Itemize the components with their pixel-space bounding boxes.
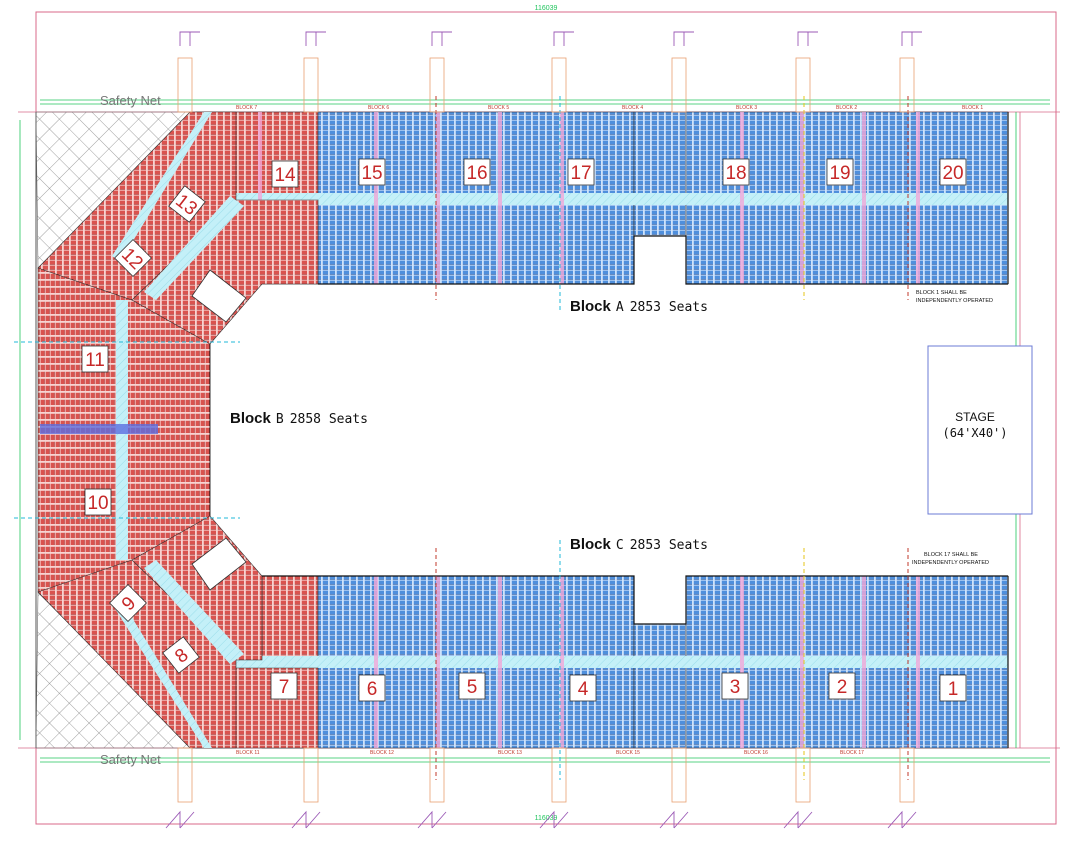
block-c-title: Block C 2853 Seats — [570, 536, 708, 553]
section-number-box: 4 — [569, 674, 597, 702]
block1-note-line2: INDEPENDENTLY OPERATED — [916, 298, 993, 304]
section-number-box: 2 — [828, 672, 856, 700]
block-c-seats: 2853 Seats — [630, 538, 708, 553]
block-b-title: Block B 2858 Seats — [230, 410, 368, 427]
section-number-box: 11 — [81, 345, 109, 373]
corner-bottom-seating — [37, 515, 263, 749]
section-number-box: 6 — [358, 674, 386, 702]
bottom-dimension-text: 116039 — [535, 815, 558, 822]
section-number: 1 — [948, 679, 959, 700]
section-number-box: 19 — [826, 158, 854, 186]
section-number-box: 20 — [939, 158, 967, 186]
block-c-vertical-aisles — [374, 576, 920, 748]
section-number: 19 — [829, 163, 850, 184]
block-outlines — [262, 112, 1009, 748]
safety-net-label-bottom: Safety Net — [100, 752, 161, 767]
section-number-box: 17 — [567, 158, 595, 186]
section-number: 7 — [279, 677, 290, 698]
rail-label-top: BLOCK 3 — [736, 105, 757, 111]
rail-label-bottom: BLOCK 13 — [498, 750, 522, 756]
section-number-box: 15 — [358, 158, 386, 186]
section-number: 5 — [467, 677, 478, 698]
safety-net-label-top: Safety Net — [100, 93, 161, 108]
section-number-box: 5 — [458, 672, 486, 700]
block-a-seats: 2853 Seats — [630, 300, 708, 315]
flag-glyphs — [165, 31, 922, 829]
column-markers — [177, 57, 915, 803]
green-rails — [19, 99, 1050, 763]
section-number: 15 — [361, 163, 382, 184]
block1-note-line1: BLOCK 1 SHALL BE — [916, 290, 967, 296]
rail-label-top: BLOCK 1 — [962, 105, 983, 111]
section-number: 4 — [578, 679, 589, 700]
section-number-box: 14 — [271, 160, 299, 188]
section-number: 6 — [367, 679, 378, 700]
rail-label-bottom: BLOCK 12 — [370, 750, 394, 756]
block-a-letter: A — [616, 300, 624, 315]
rail-label-top: BLOCK 5 — [488, 105, 509, 111]
section-number: 14 — [274, 165, 296, 186]
block-b-word: Block — [230, 410, 272, 427]
section-number: 20 — [942, 163, 963, 184]
section-number: 18 — [725, 163, 746, 184]
rail-label-bottom: BLOCK 11 — [236, 750, 260, 756]
section-number-box: 9 — [109, 584, 147, 622]
dashed-centerlines — [14, 96, 909, 780]
section-number-box: 16 — [463, 158, 491, 186]
block-c-letter: C — [616, 538, 624, 553]
section-number-box: 10 — [84, 488, 112, 516]
block-c-seating — [196, 575, 1009, 749]
rail-label-top: BLOCK 4 — [622, 105, 643, 111]
section-number: 11 — [85, 350, 105, 371]
section-number-box: 3 — [721, 672, 749, 700]
stage-box — [927, 345, 1033, 515]
rail-label-top: BLOCK 2 — [836, 105, 857, 111]
rail-label-bottom: BLOCK 16 — [744, 750, 768, 756]
corner-top-seating — [37, 111, 319, 345]
block-a-title: Block A 2853 Seats — [570, 298, 708, 315]
stage-title: STAGE — [955, 410, 995, 424]
section-number: 10 — [87, 493, 108, 514]
block-a-seating — [195, 111, 1009, 285]
block17-note-line1: BLOCK 17 SHALL BE — [924, 552, 978, 558]
block-a-vertical-aisles — [258, 112, 920, 284]
stage-size: (64'X40') — [942, 426, 1007, 440]
rail-label-bottom: BLOCK 15 — [616, 750, 640, 756]
section-number-box: 1 — [939, 674, 967, 702]
rail-label-top: BLOCK 7 — [236, 105, 257, 111]
rail-label-bottom: BLOCK 17 — [840, 750, 864, 756]
section-number-box: 18 — [722, 158, 750, 186]
section-number: 17 — [570, 163, 591, 184]
block-c-word: Block — [570, 536, 612, 553]
section-number-box: 8 — [162, 636, 200, 674]
section-number: 16 — [466, 163, 487, 184]
section-number: 2 — [837, 677, 848, 698]
rail-label-top: BLOCK 6 — [368, 105, 389, 111]
block-a-word: Block — [570, 298, 612, 315]
top-dimension-text: 116039 — [535, 5, 558, 12]
section-number: 3 — [730, 677, 741, 698]
block-b-letter: B — [276, 412, 284, 427]
block-b-seats: 2858 Seats — [290, 412, 368, 427]
block17-note-line2: INDEPENDENTLY OPERATED — [912, 560, 989, 566]
section-number-box: 7 — [270, 672, 298, 700]
